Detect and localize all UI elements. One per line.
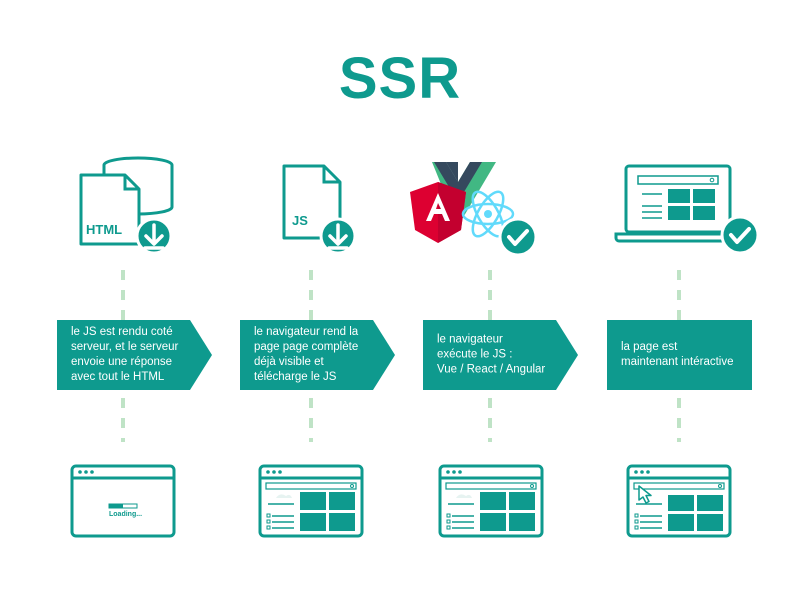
browser-window-interactive — [626, 464, 732, 538]
connector-line — [488, 398, 492, 442]
connector-line — [677, 398, 681, 442]
connector-line — [677, 270, 681, 320]
step-text: le JS est rendu coté serveur, et le serv… — [71, 326, 179, 383]
step-box-3: le navigateur exécute le JS : Vue / Reac… — [423, 320, 578, 390]
connector-line — [309, 398, 313, 442]
step-box-2: le navigateur rend la page page complète… — [240, 320, 395, 390]
laptop-check-icon — [614, 162, 764, 257]
connector-line — [488, 270, 492, 320]
step-text: la page est maintenant intéractive — [621, 341, 734, 368]
step-box-1: le JS est rendu coté serveur, et le serv… — [57, 320, 212, 390]
js-label: JS — [292, 213, 308, 228]
connector-line — [121, 270, 125, 320]
js-file-download-icon: JS — [280, 162, 370, 257]
browser-window-page — [258, 464, 364, 538]
angular-logo-icon — [410, 182, 466, 243]
step-text: le navigateur rend la page page complète… — [254, 326, 359, 383]
cursor-icon — [638, 485, 652, 504]
frameworks-check-icon — [408, 160, 543, 260]
connector-line — [309, 270, 313, 320]
page-title: SSR — [338, 46, 462, 111]
step-text: le navigateur exécute le JS : Vue / Reac… — [437, 333, 546, 376]
browser-window-page — [438, 464, 544, 538]
html-label: HTML — [86, 222, 122, 237]
database-html-download-icon: HTML — [78, 155, 178, 260]
browser-window-loading: Loading... — [70, 464, 176, 538]
connector-line — [121, 398, 125, 442]
loading-text: Loading... — [109, 511, 142, 518]
step-box-4: la page est maintenant intéractive — [607, 320, 752, 390]
